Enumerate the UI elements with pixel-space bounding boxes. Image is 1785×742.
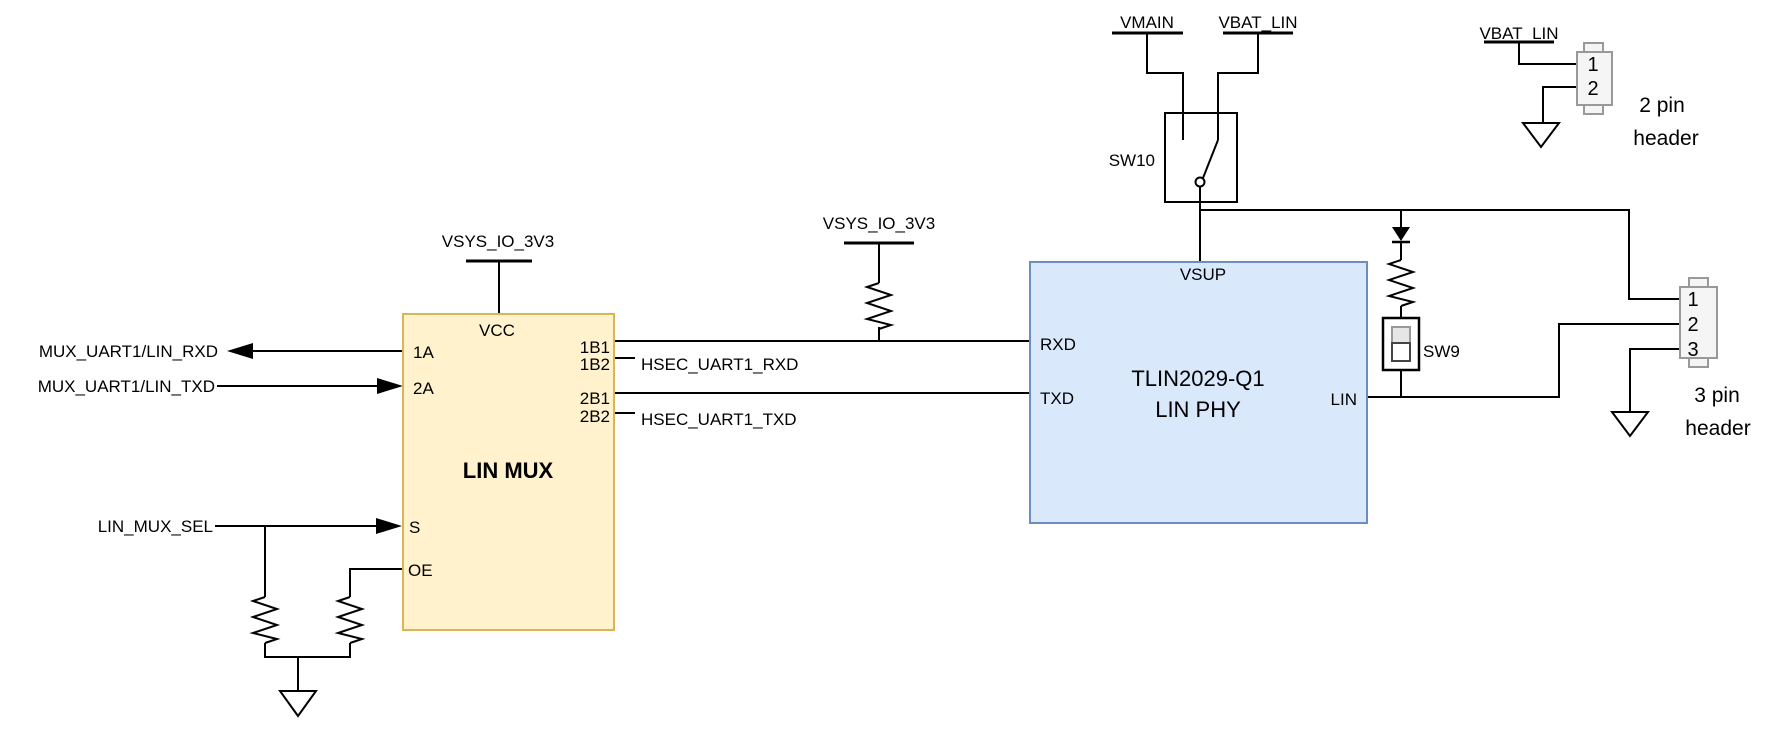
sw9-switch[interactable]: SW9 xyxy=(1381,316,1460,372)
header-3pin-body[interactable] xyxy=(1679,286,1718,359)
wire-h2-pin1 xyxy=(1518,42,1577,65)
wires-group xyxy=(215,33,1680,691)
lin-mux-body[interactable] xyxy=(402,313,615,631)
sw9-slider-bottom xyxy=(1391,342,1411,362)
pin-label-2b2: 2B2 xyxy=(580,407,610,426)
wire-rail-pin1 xyxy=(1200,209,1680,300)
header-3pin-pin1: 1 xyxy=(1687,289,1698,311)
diode xyxy=(1392,227,1410,244)
sw9-label: SW9 xyxy=(1423,342,1460,361)
sw9-slider-top xyxy=(1391,326,1411,344)
resistor-lin-pullup xyxy=(1385,259,1417,307)
power-label-vsys-mux: VSYS_IO_3V3 xyxy=(442,232,554,251)
pin-label-s: S xyxy=(409,518,420,537)
ground-symbol-h2 xyxy=(1521,122,1561,149)
header-3pin-caption-line1: 3 pin xyxy=(1694,384,1740,407)
sw10-pole-contact xyxy=(1194,176,1206,188)
net-label-mux-sel: LIN_MUX_SEL xyxy=(98,517,213,536)
power-label-vbat-header: VBAT_LIN xyxy=(1479,24,1558,43)
arrow-left-1a xyxy=(227,343,253,359)
power-label-vbat-sw: VBAT_LIN xyxy=(1218,13,1297,32)
header-3pin-pin2: 2 xyxy=(1687,314,1698,336)
wire-h2-pin2 xyxy=(1542,86,1577,123)
wire-oe xyxy=(349,568,403,597)
arrowheads-group xyxy=(227,343,403,534)
sw10-lever xyxy=(1202,139,1219,179)
net-label-mux-txd: MUX_UART1/LIN_TXD xyxy=(38,377,215,396)
resistor-oe-pulldown xyxy=(334,596,366,644)
net-label-mux-rxd: MUX_UART1/LIN_RXD xyxy=(39,342,218,361)
wire-vbat-feed xyxy=(1217,33,1259,140)
net-label-hsec-txd: HSEC_UART1_TXD xyxy=(641,410,797,429)
header-2pin-body[interactable] xyxy=(1576,51,1613,106)
ground-symbol-mux xyxy=(278,690,318,718)
header-2pin-pin2: 2 xyxy=(1587,78,1598,100)
header-3pin-caption-line2: header xyxy=(1685,417,1750,440)
pin-label-1b1: 1B1 xyxy=(580,338,610,357)
sw10-label: SW10 xyxy=(1109,151,1155,170)
header-2pin-pin1: 1 xyxy=(1587,54,1598,76)
pin-label-2b1: 2B1 xyxy=(580,389,610,408)
pin-label-lin: LIN xyxy=(1331,390,1357,409)
resistor-sel-pulldown xyxy=(249,596,281,644)
wire-vmain-feed xyxy=(1146,33,1184,140)
power-bars-group xyxy=(466,31,1554,263)
pin-label-1b2: 1B2 xyxy=(580,355,610,374)
wire-lin xyxy=(1367,323,1680,398)
sw10-body[interactable] xyxy=(1164,112,1238,203)
lin-phy-body[interactable] xyxy=(1029,261,1368,524)
wire-pin3-ground xyxy=(1629,348,1680,412)
pin-label-2a: 2A xyxy=(413,379,434,398)
lin-phy-subtitle: LIN PHY xyxy=(1155,397,1241,422)
header-2pin-caption-line1: 2 pin xyxy=(1639,94,1685,117)
power-label-vmain: VMAIN xyxy=(1120,13,1174,32)
pin-label-vcc: VCC xyxy=(479,321,515,340)
power-label-vsys-pullup: VSYS_IO_3V3 xyxy=(823,214,935,233)
pin-label-vsup: VSUP xyxy=(1180,265,1226,284)
net-labels-group: MUX_UART1/LIN_RXD MUX_UART1/LIN_TXD LIN_… xyxy=(38,13,1559,536)
pin-label-1a: 1A xyxy=(413,343,434,362)
header-3pin-pin3: 3 xyxy=(1687,339,1698,361)
sw10-switch[interactable]: SW10 xyxy=(1109,112,1238,203)
resistor-rxd-pullup xyxy=(863,282,895,330)
diode-triangle xyxy=(1392,227,1410,241)
wire-resistor-junction xyxy=(264,643,351,658)
header-2pin[interactable]: 1 2 2 pin header xyxy=(1576,42,1699,150)
grounds-group xyxy=(278,122,1650,718)
ground-symbol-h3 xyxy=(1610,411,1650,438)
pin-label-oe: OE xyxy=(408,561,433,580)
header-2pin-caption-line2: header xyxy=(1633,127,1698,150)
resistors-group xyxy=(249,259,1417,644)
net-label-hsec-rxd: HSEC_UART1_RXD xyxy=(641,355,798,374)
arrow-right-2a xyxy=(377,378,403,394)
lin-mux-block[interactable]: VCC 1A 2A S OE 1B1 1B2 2B1 2B2 LIN MUX xyxy=(402,313,615,631)
lin-phy-title: TLIN2029-Q1 xyxy=(1131,366,1264,391)
pin-label-txd: TXD xyxy=(1040,389,1074,408)
pin-label-rxd: RXD xyxy=(1040,335,1076,354)
lin-phy-block[interactable]: VSUP RXD TXD LIN TLIN2029-Q1 LIN PHY xyxy=(1029,261,1368,524)
lin-mux-title: LIN MUX xyxy=(463,458,554,483)
arrow-right-s xyxy=(376,518,402,534)
header-3pin[interactable]: 1 2 3 3 pin header xyxy=(1679,277,1751,440)
